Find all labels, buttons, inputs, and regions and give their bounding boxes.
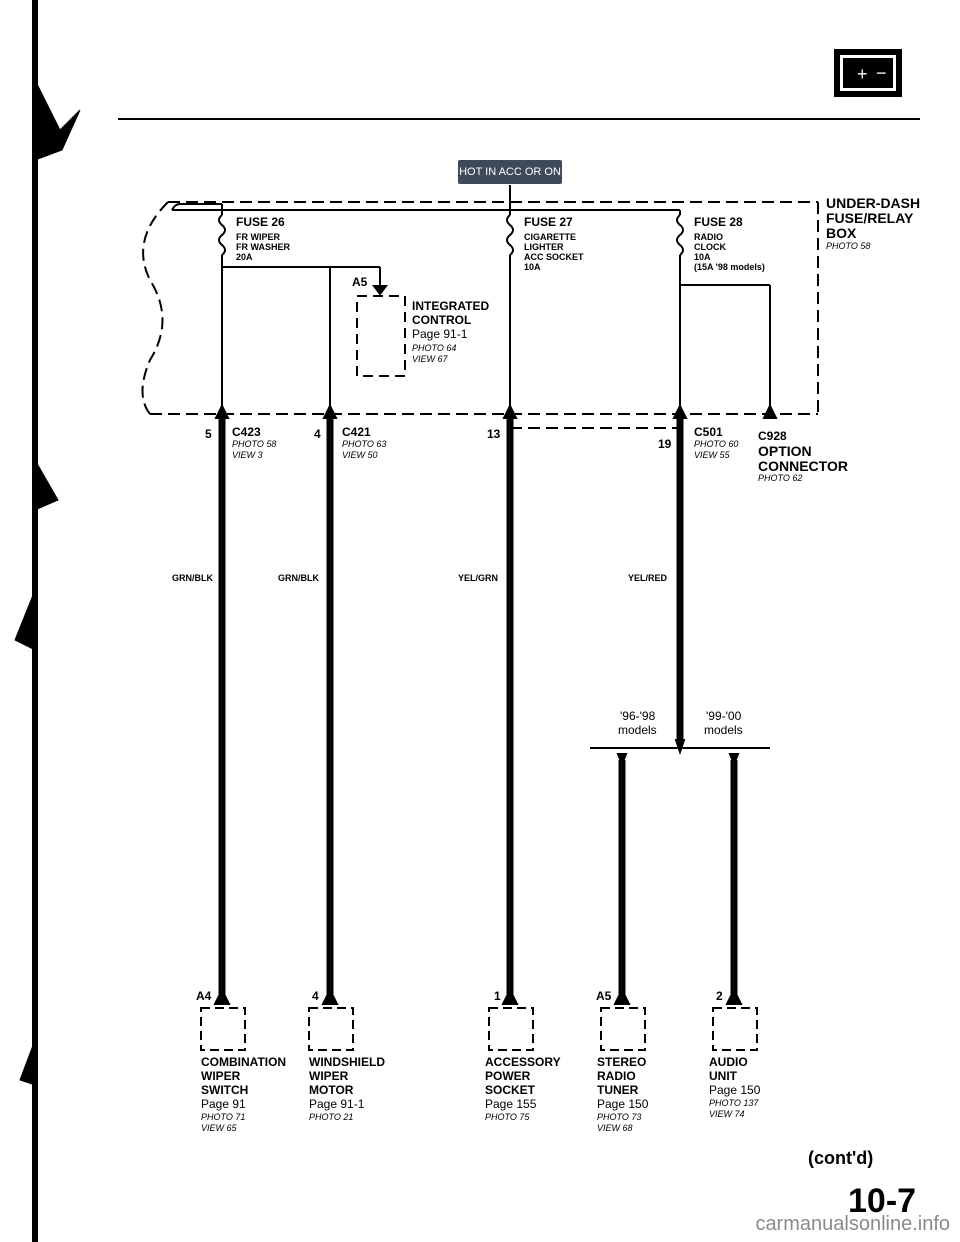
wire-color-label: YEL/GRN bbox=[458, 573, 499, 583]
option-connector-name: C928 bbox=[758, 429, 787, 443]
fuse-box-label-3: BOX bbox=[826, 225, 857, 241]
fuse-26-line: FR WIPER bbox=[236, 232, 280, 242]
component-page: Page 155 bbox=[485, 1097, 537, 1111]
c423-name: C423 bbox=[232, 425, 261, 439]
wire-color-label: GRN/BLK bbox=[278, 573, 319, 583]
component-ref: PHOTO 73 bbox=[597, 1112, 642, 1122]
component-label: SWITCH bbox=[201, 1083, 249, 1097]
wire-runs bbox=[218, 418, 738, 1000]
integrated-control-symbol bbox=[222, 266, 406, 414]
fuse-28-line: CLOCK bbox=[694, 242, 726, 252]
component-label: WINDSHIELD bbox=[309, 1055, 385, 1069]
c501-name: C501 bbox=[694, 425, 723, 439]
c423-view: VIEW 3 bbox=[232, 450, 263, 460]
continued-label: (cont'd) bbox=[808, 1148, 874, 1168]
c423-photo: PHOTO 58 bbox=[232, 439, 277, 449]
component-label: COMBINATION bbox=[201, 1055, 287, 1069]
component-label: ACCESSORY bbox=[485, 1055, 561, 1069]
component-label: POWER bbox=[485, 1069, 531, 1083]
fuse-26-line: 20A bbox=[236, 252, 253, 262]
integrated-control-pin: A5 bbox=[352, 275, 368, 289]
component-ref: VIEW 74 bbox=[709, 1109, 745, 1119]
models-right-label: models bbox=[704, 723, 743, 737]
component-ref: PHOTO 75 bbox=[485, 1112, 530, 1122]
component-pin: 4 bbox=[312, 989, 319, 1003]
fuse-27-line: ACC SOCKET bbox=[524, 252, 584, 262]
integrated-control-title-2: CONTROL bbox=[412, 313, 472, 327]
models-right-years: '99-'00 bbox=[706, 709, 742, 723]
integrated-control-page: Page 91-1 bbox=[412, 327, 468, 341]
component-label: WIPER bbox=[201, 1069, 241, 1083]
component-label: UNIT bbox=[709, 1069, 737, 1083]
fuse-symbols bbox=[218, 204, 684, 414]
component-ref: PHOTO 71 bbox=[201, 1112, 246, 1122]
component-label: SOCKET bbox=[485, 1083, 536, 1097]
option-connector-title-2: CONNECTOR bbox=[758, 458, 848, 474]
wire-color-label: YEL/RED bbox=[628, 573, 668, 583]
fuse28-branch bbox=[680, 284, 771, 414]
c421-name: C421 bbox=[342, 425, 371, 439]
battery-plus: + bbox=[857, 64, 868, 84]
component-connectors bbox=[200, 987, 758, 1051]
component-ref: PHOTO 21 bbox=[309, 1112, 354, 1122]
c501-view: VIEW 55 bbox=[694, 450, 730, 460]
c501-pin: 19 bbox=[658, 437, 672, 451]
fuse-26-title: FUSE 26 bbox=[236, 215, 285, 229]
hot-in-acc-label: HOT IN ACC OR ON bbox=[458, 160, 562, 184]
component-page: Page 150 bbox=[597, 1097, 649, 1111]
connector-row bbox=[214, 403, 778, 429]
fuse-28-line: (15A '98 models) bbox=[694, 262, 765, 272]
c501-photo: PHOTO 60 bbox=[694, 439, 739, 449]
models-split bbox=[590, 739, 770, 767]
c421-photo: PHOTO 63 bbox=[342, 439, 387, 449]
component-ref: VIEW 68 bbox=[597, 1123, 633, 1133]
component-pin: 2 bbox=[716, 989, 723, 1003]
binding-spine bbox=[14, 0, 81, 1242]
integrated-control-view: VIEW 67 bbox=[412, 354, 448, 364]
component-pin: A4 bbox=[196, 989, 212, 1003]
component-ref: VIEW 65 bbox=[201, 1123, 237, 1133]
component-page: Page 91 bbox=[201, 1097, 246, 1111]
component-pin: A5 bbox=[596, 989, 612, 1003]
integrated-control-photo: PHOTO 64 bbox=[412, 343, 457, 353]
fuse-27-title: FUSE 27 bbox=[524, 215, 573, 229]
fuse-27-line: 10A bbox=[524, 262, 541, 272]
battery-minus: − bbox=[876, 63, 887, 83]
integrated-control-title-1: INTEGRATED bbox=[412, 299, 490, 313]
fuse-box-outline bbox=[141, 201, 819, 415]
fuse-27-line: CIGARETTE bbox=[524, 232, 577, 242]
component-ref: PHOTO 137 bbox=[709, 1098, 759, 1108]
fuse-box-label-1: UNDER-DASH bbox=[826, 195, 921, 211]
fuse-28-line: 10A bbox=[694, 252, 711, 262]
option-connector-title-1: OPTION bbox=[758, 443, 812, 459]
models-left-years: '96-'98 bbox=[620, 709, 656, 723]
option-connector-photo: PHOTO 62 bbox=[758, 473, 803, 483]
component-label: WIPER bbox=[309, 1069, 349, 1083]
component-label: MOTOR bbox=[309, 1083, 354, 1097]
battery-icon: + − bbox=[834, 49, 902, 97]
c421-view: VIEW 50 bbox=[342, 450, 378, 460]
models-left-label: models bbox=[618, 723, 657, 737]
fuse-26-line: FR WASHER bbox=[236, 242, 290, 252]
wire-color-label: GRN/BLK bbox=[172, 573, 213, 583]
component-page: Page 91-1 bbox=[309, 1097, 365, 1111]
fuse-28-line: RADIO bbox=[694, 232, 723, 242]
watermark: carmanualsonline.info bbox=[755, 1213, 950, 1235]
component-page: Page 150 bbox=[709, 1083, 761, 1097]
component-pin: 1 bbox=[494, 989, 501, 1003]
fuse-box-photo: PHOTO 58 bbox=[826, 241, 871, 251]
component-label: TUNER bbox=[597, 1083, 639, 1097]
fuse-28-title: FUSE 28 bbox=[694, 215, 743, 229]
power-bus bbox=[171, 185, 680, 211]
component-label: STEREO bbox=[597, 1055, 647, 1069]
component-label: RADIO bbox=[597, 1069, 636, 1083]
c423-pin: 5 bbox=[205, 427, 212, 441]
c421-pin: 4 bbox=[314, 427, 321, 441]
fuse27-pin: 13 bbox=[487, 427, 501, 441]
component-label: AUDIO bbox=[709, 1055, 748, 1069]
fuse-box-label-2: FUSE/RELAY bbox=[826, 210, 914, 226]
fuse-27-line: LIGHTER bbox=[524, 242, 564, 252]
page-number: 10-7 bbox=[848, 1182, 917, 1220]
